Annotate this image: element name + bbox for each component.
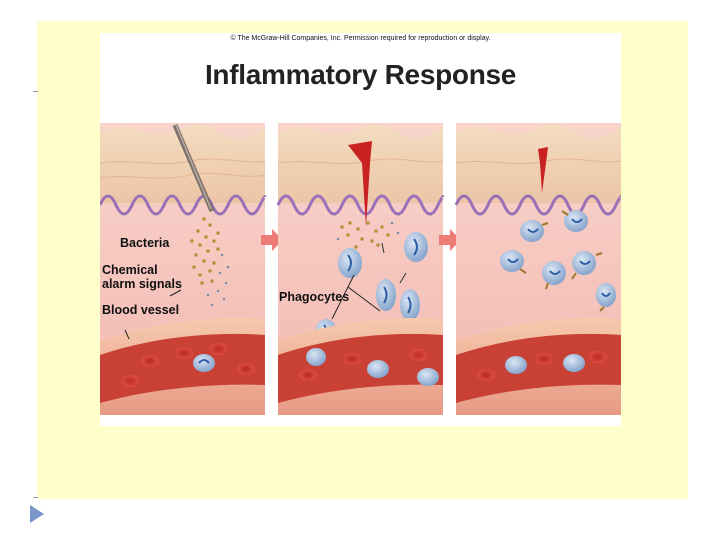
label-phagocytes: Phagocytes	[279, 291, 349, 304]
slide-bullet-icon	[30, 505, 44, 523]
label-blood-vessel: Blood vessel	[102, 304, 179, 317]
inflammatory-response-figure: © The McGraw-Hill Companies, Inc. Permis…	[100, 33, 621, 426]
left-edge-mark	[33, 91, 38, 92]
figure-panels	[100, 33, 621, 426]
panel-phagocytes	[278, 123, 443, 415]
label-alarm-signals: alarm signals	[102, 278, 182, 291]
label-bacteria: Bacteria	[120, 237, 169, 250]
label-chemical: Chemical	[102, 264, 158, 277]
left-edge-mark	[33, 497, 38, 498]
panel-engulfed	[456, 123, 621, 415]
